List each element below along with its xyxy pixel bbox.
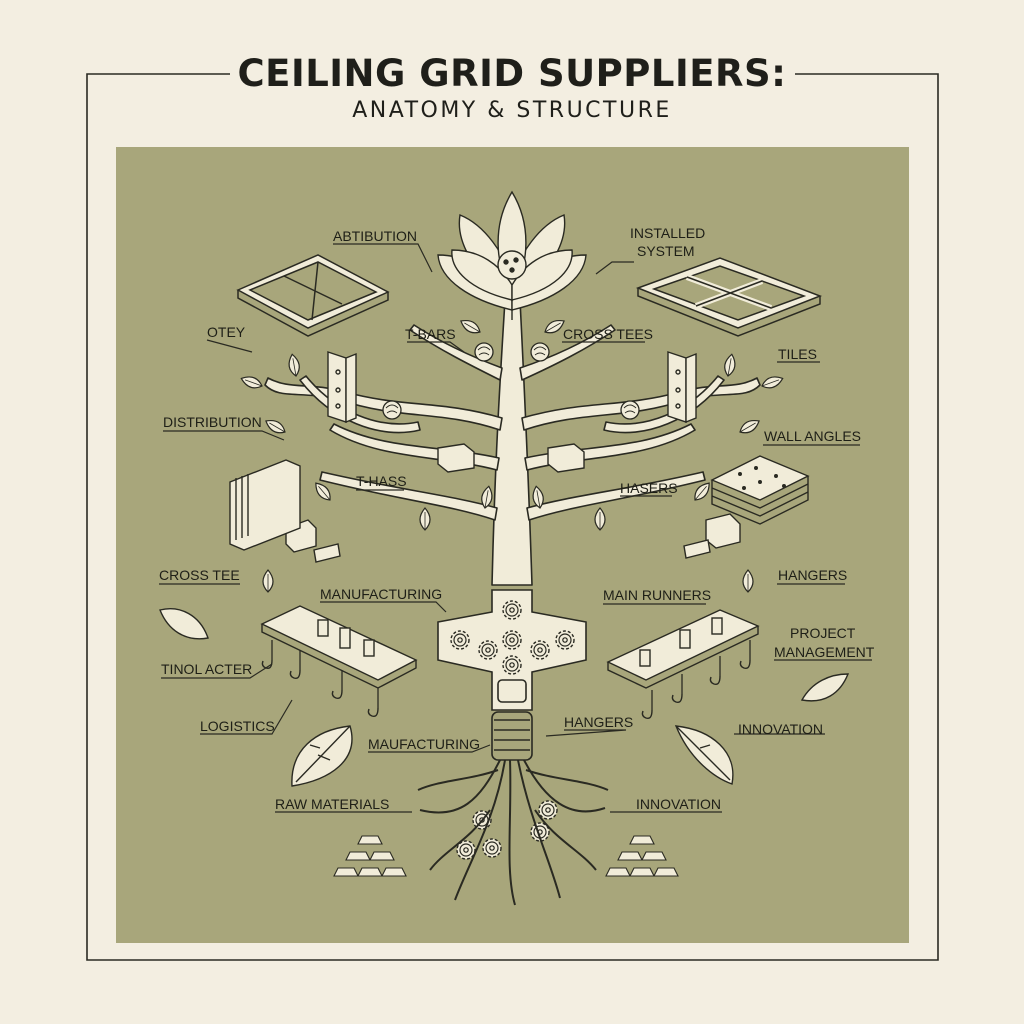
page-subtitle: ANATOMY & STRUCTURE xyxy=(352,98,672,123)
ingot-pile-icon xyxy=(333,835,679,877)
label-manufacturing-bottom: MAUFACTURING xyxy=(368,736,480,752)
label-innovation-bottom: INNOVATION xyxy=(636,796,722,812)
label-installed-line2: SYSTEM xyxy=(637,243,695,259)
label-wall-angles: WALL ANGLES xyxy=(764,428,862,444)
label-hangers-center: HANGERS xyxy=(564,714,634,730)
label-logistics: LOGISTICS xyxy=(200,718,275,734)
grid-frame-icon xyxy=(236,254,390,337)
label-t-bars: T-BARS xyxy=(405,326,456,342)
leader-lines xyxy=(159,243,872,813)
label-project-line1: PROJECT xyxy=(790,625,856,641)
production-line-right xyxy=(606,609,760,689)
label-hasers: HASERS xyxy=(620,480,678,496)
label-project-line2: MANAGEMENT xyxy=(774,644,875,660)
label-manufacturing-top: MANUFACTURING xyxy=(320,586,443,602)
label-raw-materials: RAW MATERIALS xyxy=(275,796,390,812)
tile-stack-icon xyxy=(710,455,810,525)
roots xyxy=(417,759,609,906)
label-tiles: TILES xyxy=(778,346,817,362)
production-line-left xyxy=(260,605,418,689)
label-distribution: DISTRIBUTION xyxy=(163,414,262,430)
t-bar-profile-icon xyxy=(327,351,697,424)
label-cross-tee: CROSS TEE xyxy=(159,567,240,583)
label-cross-tees: CROSS TEES xyxy=(563,326,653,342)
panel-stack-icon xyxy=(229,459,301,551)
label-tinol-acter: TINOL ACTER xyxy=(161,661,253,677)
lotus-flower-icon xyxy=(437,190,587,320)
label-installed-line1: INSTALLED xyxy=(630,225,706,241)
label-otey: OTEY xyxy=(207,324,246,340)
tree-icon xyxy=(264,299,761,586)
leaf-large-icon xyxy=(159,608,850,787)
label-innovation-right: INNOVATION xyxy=(738,721,824,737)
label-main-runners: MAIN RUNNERS xyxy=(603,587,712,603)
label-hangers-right: HANGERS xyxy=(778,567,848,583)
ceiling-grid-icon xyxy=(635,257,823,337)
label-t-hass: T-HASS xyxy=(356,473,407,489)
page-title: CEILING GRID SUPPLIERS: xyxy=(237,52,787,95)
gear-housing xyxy=(437,589,587,761)
label-abtibution: ABTIBUTION xyxy=(333,228,418,244)
